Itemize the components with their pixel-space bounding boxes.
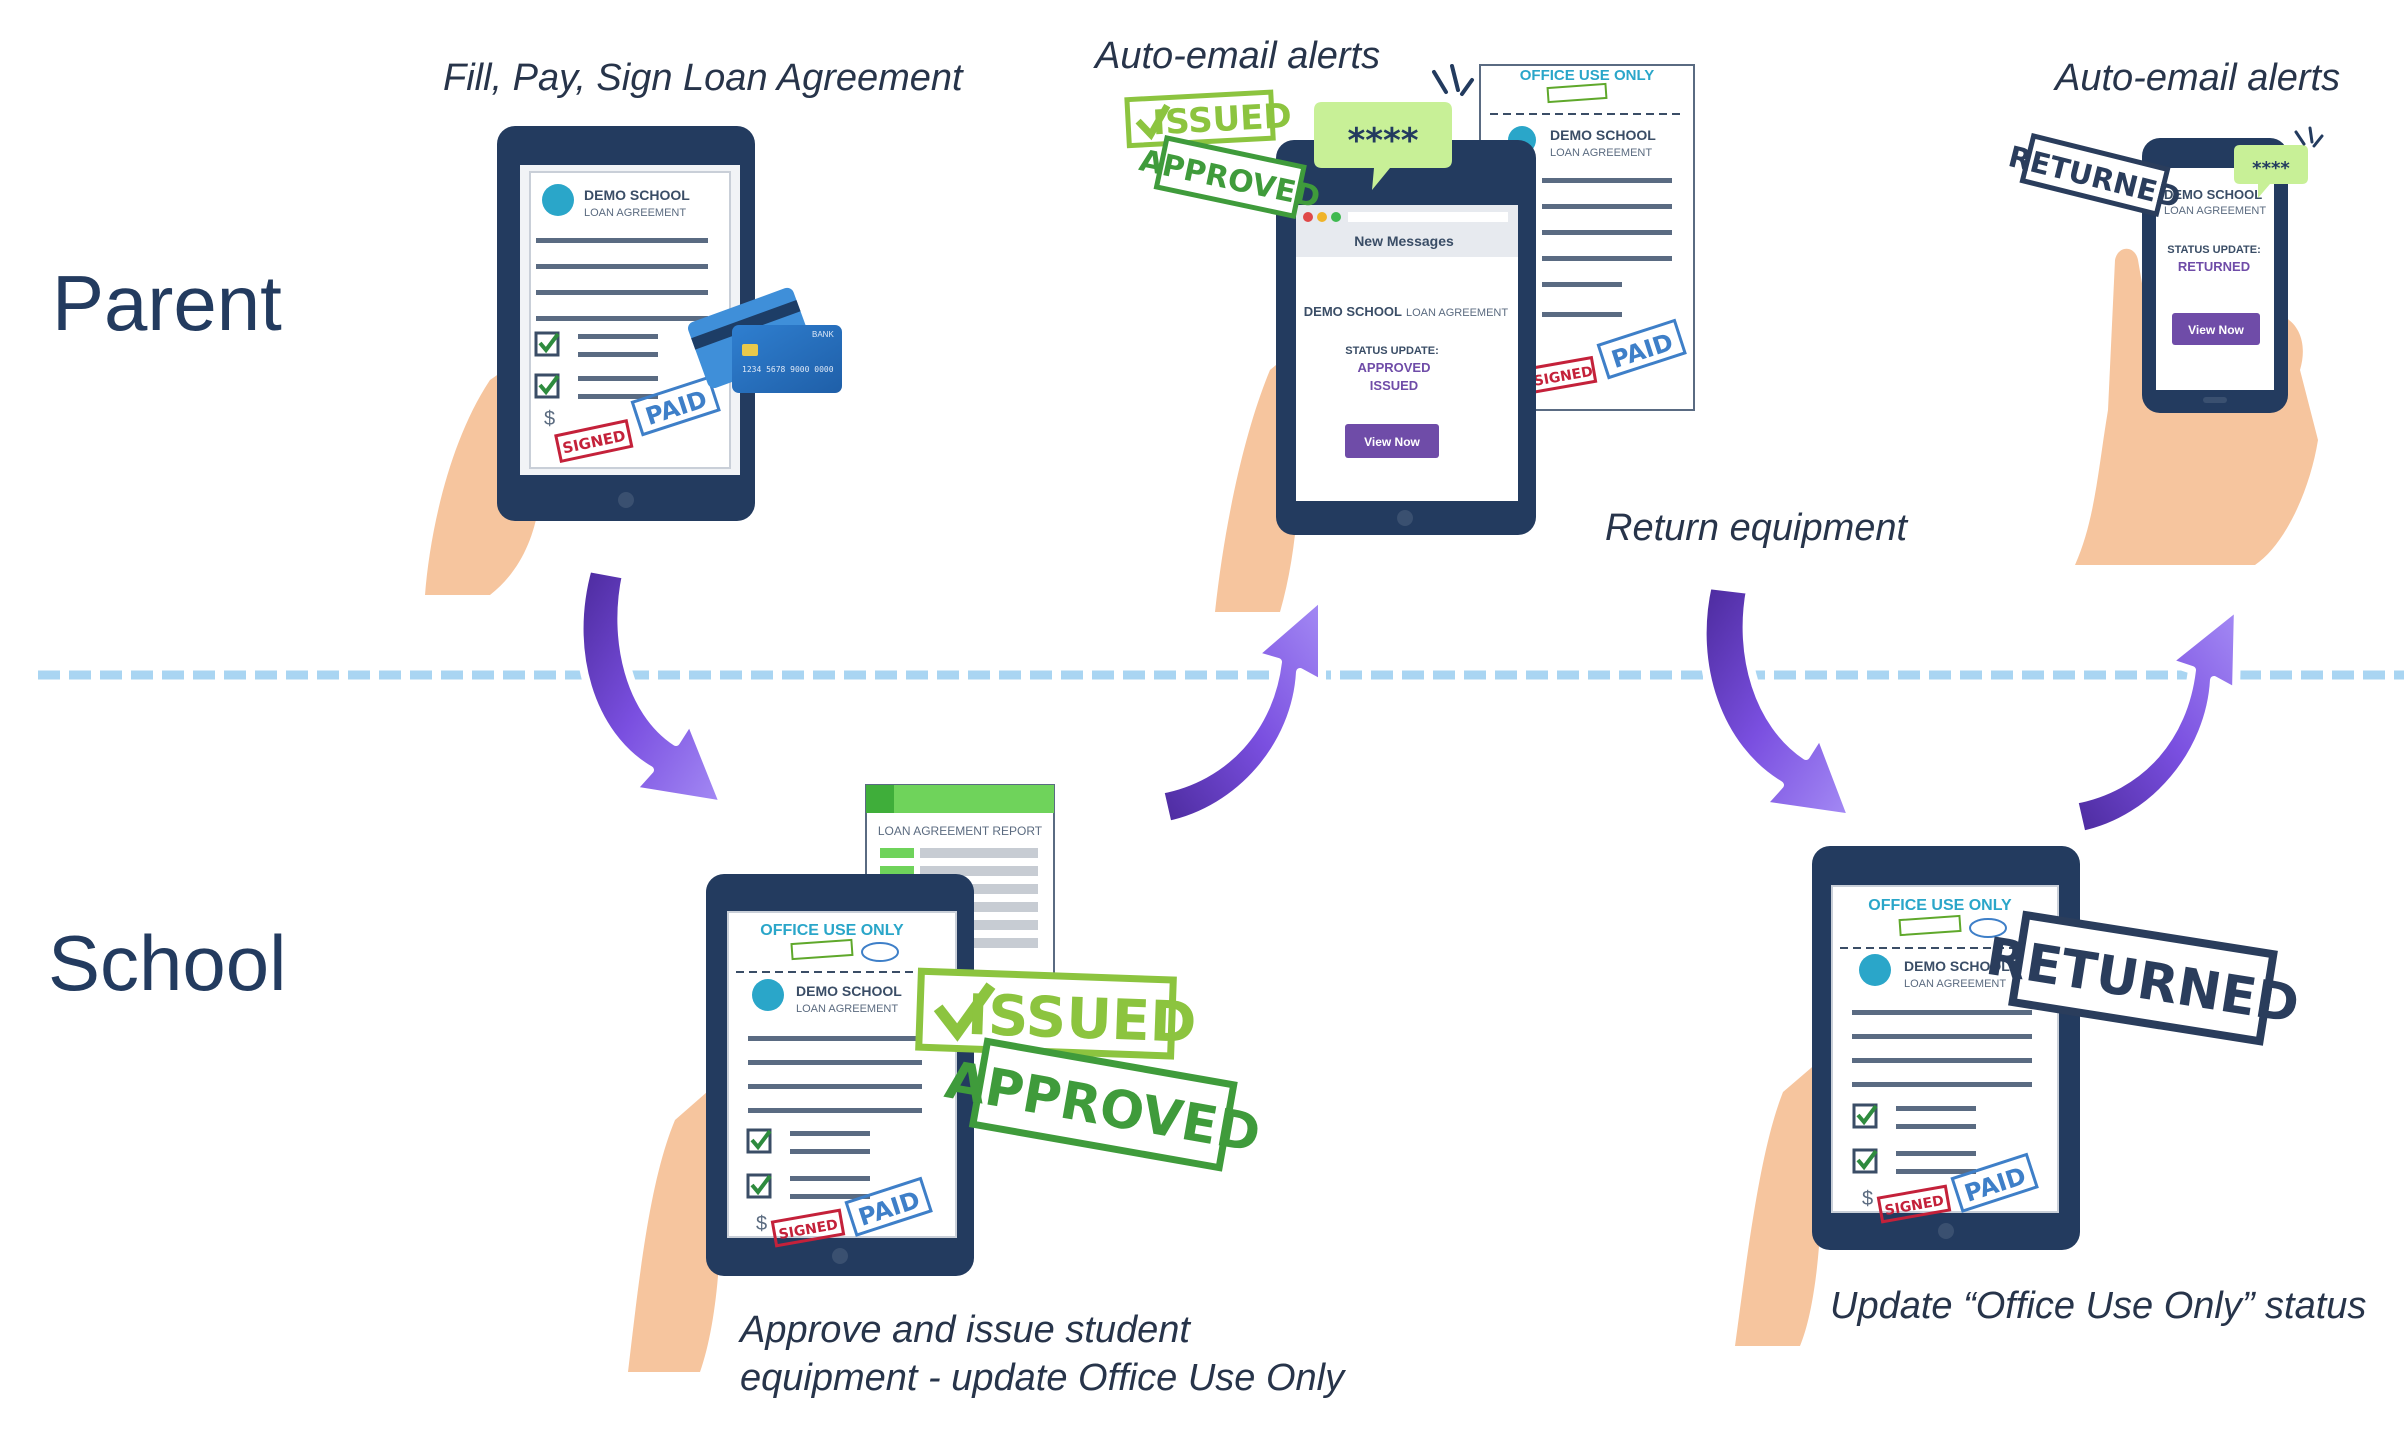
- phone-title: LOAN AGREEMENT: [2164, 205, 2266, 217]
- checkmark-icon: [538, 332, 560, 354]
- checkbox-icon: [746, 1128, 772, 1154]
- school-logo-icon: [1859, 954, 1891, 986]
- phone-screen: [2156, 168, 2274, 390]
- view-now-label: View Now: [1364, 435, 1420, 449]
- card-number: 1234 5678 9000 0000: [742, 365, 834, 374]
- doc-title: LOAN AGREEMENT: [796, 1003, 898, 1015]
- phone-status-returned: RETURNED: [2178, 259, 2250, 274]
- checkbox-icon: [534, 373, 560, 399]
- mini-approved-stamp: [1898, 914, 1962, 937]
- caption-approve-line1: Approve and issue student: [738, 1309, 1191, 1351]
- office-use-label: OFFICE USE ONLY: [1868, 897, 2012, 914]
- caption-update-status: Update “Office Use Only” status: [1830, 1285, 2366, 1327]
- card-bank: BANK: [812, 330, 834, 339]
- school-lane-label: School: [48, 919, 287, 1007]
- issued-stamp: ISSUED: [915, 967, 1197, 1060]
- dollar-sign: $: [1862, 1188, 1873, 1210]
- dollar-sign: $: [756, 1213, 767, 1235]
- notification-bubble-icon: ****: [1314, 64, 1474, 190]
- checkbox-icon: [534, 331, 560, 357]
- phone-view-now-button[interactable]: [2172, 313, 2260, 345]
- message-status-2: ISSUED: [1370, 378, 1418, 393]
- caption-approve-line2: equipment - update Office Use Only: [740, 1357, 1346, 1399]
- phone-status-label: STATUS UPDATE:: [2167, 244, 2261, 256]
- caption-auto-email-1: Auto-email alerts: [1093, 35, 1380, 77]
- arrow-down-icon: [1698, 581, 1856, 822]
- mini-seal-icon: [861, 942, 899, 962]
- parent-tablet-email: OFFICE USE ONLY DEMO SCHOOL LOAN AGREEME…: [1124, 64, 1695, 612]
- doc-title: LOAN AGREEMENT: [1904, 978, 2006, 990]
- doc-school: DEMO SCHOOL: [1904, 958, 2010, 974]
- svg-text:DEMO SCHOOL: DEMO SCHOOL: [1550, 127, 1656, 143]
- phone-view-now-label: View Now: [2188, 323, 2244, 337]
- message-school: DEMO SCHOOL: [1304, 304, 1402, 319]
- message-status-label: STATUS UPDATE:: [1345, 345, 1439, 357]
- parent-lane-label: Parent: [52, 259, 282, 347]
- parent-tablet-sign: DEMO SCHOOL LOAN AGREEMENT $ SIGNED PAID: [425, 126, 842, 595]
- checkmark-icon: [750, 1129, 772, 1151]
- arrow-down-icon: [575, 564, 728, 809]
- svg-text:LOAN AGREEMENT: LOAN AGREEMENT: [1550, 147, 1652, 159]
- school-tablet-returned: OFFICE USE ONLY DEMO SCHOOL LOAN AGREEME…: [1735, 846, 2303, 1346]
- doc-school: DEMO SCHOOL: [796, 983, 902, 999]
- credit-card-icon: 1234 5678 9000 0000 BANK: [732, 325, 842, 393]
- caption-return-equipment: Return equipment: [1605, 507, 1909, 549]
- checkmark-icon: [538, 374, 560, 396]
- phone-school: DEMO SCHOOL: [2164, 187, 2262, 202]
- checkmark-icon: [750, 1174, 772, 1196]
- doc-title: LOAN AGREEMENT: [584, 207, 686, 219]
- school-logo-icon: [752, 979, 784, 1011]
- checkbox-icon: [746, 1173, 772, 1199]
- mini-seal-icon: [1969, 918, 2007, 938]
- office-use-label: OFFICE USE ONLY: [760, 922, 904, 939]
- school-tablet-approve: LOAN AGREEMENT REPORT OFFICE USE ONLY DE…: [628, 784, 1265, 1372]
- checkbox-icon: [1852, 1148, 1878, 1174]
- svg-text:****: ****: [2252, 158, 2290, 179]
- svg-text:ISSUED: ISSUED: [1152, 96, 1293, 143]
- school-logo-icon: [542, 184, 574, 216]
- issued-stamp: ISSUED: [1124, 89, 1293, 149]
- view-now-button[interactable]: [1345, 424, 1439, 458]
- svg-text:****: ****: [1347, 121, 1418, 161]
- approved-stamp: APPROVED: [1136, 135, 1323, 219]
- checkmark-icon: [1856, 1104, 1878, 1126]
- dollar-sign: $: [544, 408, 555, 430]
- notification-bubble-icon: ****: [2234, 126, 2324, 198]
- checkmark-icon: [1856, 1149, 1878, 1171]
- message-title: LOAN AGREEMENT: [1406, 307, 1508, 319]
- caption-auto-email-2: Auto-email alerts: [2053, 57, 2340, 99]
- doc-school: DEMO SCHOOL: [584, 187, 690, 203]
- caption-fill-pay-sign: Fill, Pay, Sign Loan Agreement: [443, 57, 964, 99]
- arrow-up-icon: [1156, 592, 1326, 829]
- parent-phone-returned: DEMO SCHOOL LOAN AGREEMENT STATUS UPDATE…: [2005, 126, 2324, 565]
- svg-text:LOAN AGREEMENT REPORT: LOAN AGREEMENT REPORT: [878, 824, 1043, 838]
- mini-approved-stamp: [790, 938, 854, 961]
- message-status-1: APPROVED: [1358, 360, 1431, 375]
- svg-text:OFFICE USE ONLY: OFFICE USE ONLY: [1520, 67, 1654, 84]
- checkbox-icon: [1852, 1103, 1878, 1129]
- arrow-up-icon: [2070, 602, 2242, 839]
- message-header: New Messages: [1354, 233, 1454, 249]
